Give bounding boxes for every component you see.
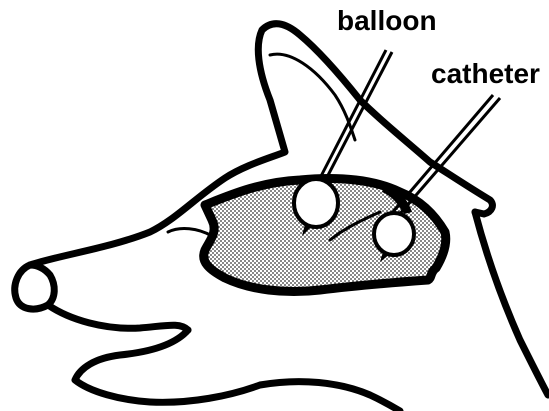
catheter-label: catheter (431, 58, 540, 89)
balloon-label: balloon (337, 5, 437, 36)
inner-ear-line (270, 54, 355, 140)
